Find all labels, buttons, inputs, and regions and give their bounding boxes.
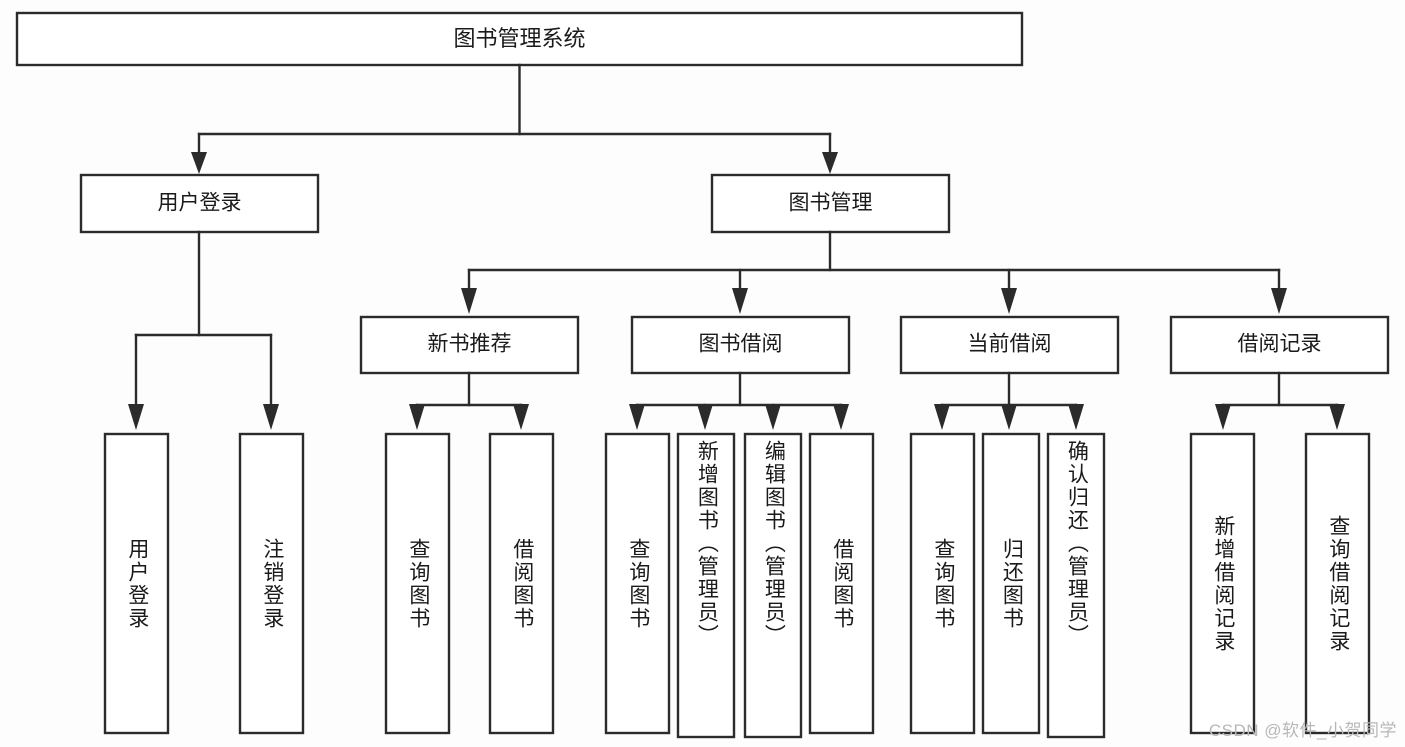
arrow-to-book-manage — [822, 152, 838, 174]
arrow-to-leaf-bb-4 — [833, 404, 849, 430]
arrow-to-user-login — [191, 152, 207, 174]
node-borrow-record[interactable]: 借阅记录 — [1169, 315, 1390, 375]
arrow-to-leaf-br-1 — [1215, 404, 1231, 430]
node-book-manage-box — [710, 173, 951, 234]
arrow-to-new-book — [461, 288, 477, 314]
leaf-box-bb-query-book[interactable] — [604, 432, 671, 735]
node-book-manage-label: 图书管理 — [789, 192, 873, 215]
node-new-book-recommend[interactable]: 新书推荐 — [359, 315, 580, 375]
leaf-box-br-query-record[interactable] — [1304, 432, 1371, 735]
arrow-to-leaf-bb-2 — [697, 404, 713, 430]
leaf-box-cb-return-book[interactable] — [981, 432, 1041, 735]
node-new-book-box — [359, 315, 580, 375]
arrow-to-leaf-cb-3 — [1068, 404, 1084, 430]
leaf-box-cb-confirm-return[interactable] — [1046, 432, 1106, 739]
leaf-box-cb-query-book[interactable] — [909, 432, 976, 735]
arrow-to-leaf-br-2 — [1329, 404, 1345, 430]
arrow-to-leaf-cb-2 — [1001, 404, 1017, 430]
node-root-system[interactable]: 图书管理系统 — [15, 11, 1024, 67]
node-book-borrow-box — [630, 315, 851, 375]
node-user-login[interactable]: 用户登录 — [79, 173, 320, 234]
arrow-to-leaf-user-login — [128, 404, 144, 430]
node-book-borrow-label: 图书借阅 — [699, 333, 783, 356]
node-borrow-record-box — [1169, 315, 1390, 375]
node-root-box — [15, 11, 1024, 67]
node-user-login-label: 用户登录 — [158, 192, 242, 215]
arrow-to-leaf-nb-2 — [513, 404, 529, 430]
leaf-box-user-login[interactable] — [103, 432, 170, 735]
node-current-borrow[interactable]: 当前借阅 — [899, 315, 1120, 375]
arrow-to-book-borrow — [732, 288, 748, 314]
node-book-manage[interactable]: 图书管理 — [710, 173, 951, 234]
node-new-book-label: 新书推荐 — [428, 333, 512, 356]
leaf-box-bb-add-book[interactable] — [676, 432, 736, 739]
arrow-to-leaf-logout — [263, 404, 279, 430]
leaf-box-nb-borrow-book[interactable] — [488, 432, 555, 735]
leaf-box-bb-borrow-book[interactable] — [808, 432, 875, 735]
arrow-to-leaf-bb-3 — [765, 404, 781, 430]
node-book-borrow[interactable]: 图书借阅 — [630, 315, 851, 375]
watermark-text: CSDN @软件_小贺同学 — [1208, 721, 1397, 740]
arrow-to-leaf-nb-1 — [409, 404, 425, 430]
leaf-box-bb-edit-book[interactable] — [743, 432, 803, 739]
node-borrow-record-label: 借阅记录 — [1238, 333, 1322, 356]
arrow-to-borrow-record — [1271, 288, 1287, 314]
node-root-label: 图书管理系统 — [453, 26, 585, 51]
arrow-to-current-borrow — [1001, 288, 1017, 314]
leaf-box-logout[interactable] — [238, 432, 305, 735]
node-current-borrow-label: 当前借阅 — [968, 333, 1052, 356]
arrow-to-leaf-bb-1 — [629, 404, 645, 430]
node-current-borrow-box — [899, 315, 1120, 375]
leaf-box-nb-query-book[interactable] — [384, 432, 451, 735]
leaf-box-br-add-record[interactable] — [1189, 432, 1256, 735]
arrow-to-leaf-cb-1 — [934, 404, 950, 430]
